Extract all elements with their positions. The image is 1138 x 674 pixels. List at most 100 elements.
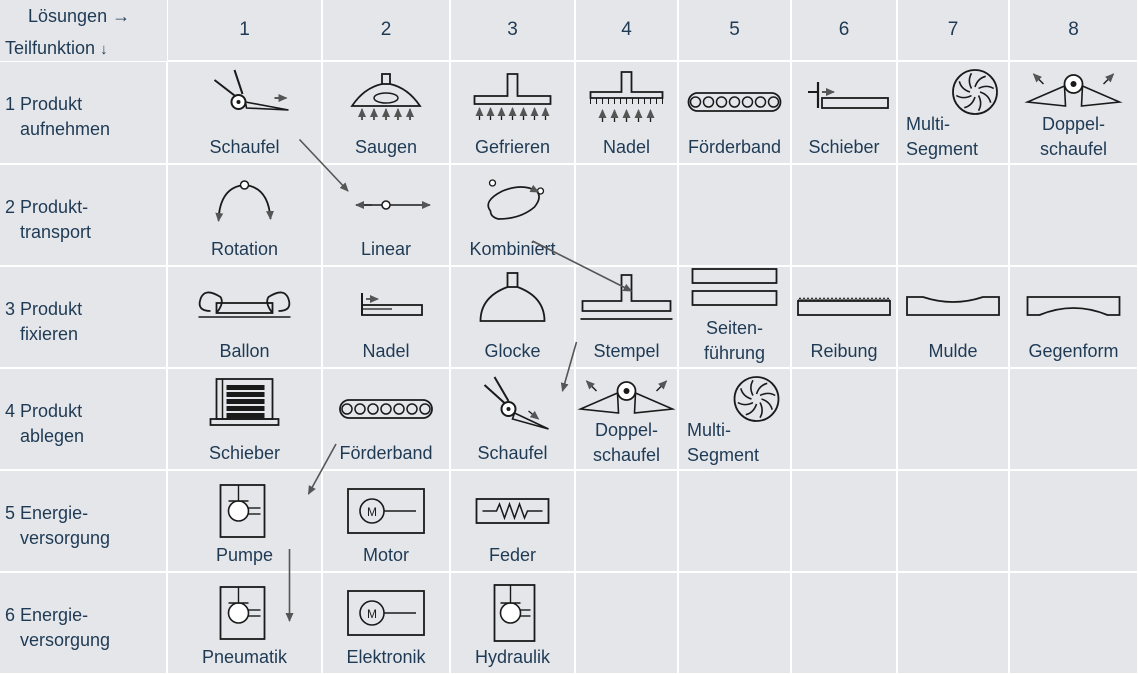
row-number: 4: [5, 401, 16, 421]
row-label-line1: Energie-: [20, 605, 89, 625]
empty-cell: [792, 165, 896, 265]
solution-cell[interactable]: Schieber: [168, 369, 321, 469]
needle-plate-icon: [589, 71, 664, 122]
corner-header: Lösungen → Teilfunktion ↓: [0, 0, 167, 61]
multi-segment-icon: [952, 69, 998, 115]
solution-label: Reibung: [810, 341, 878, 361]
solution-cell[interactable]: Seiten-führung: [679, 267, 790, 367]
solution-cell[interactable]: Feder: [451, 471, 574, 571]
pump-icon: [219, 586, 266, 640]
solution-cell[interactable]: Förderband: [679, 62, 790, 163]
row-number: 2: [5, 197, 16, 217]
empty-cell: [679, 165, 790, 265]
solution-cell[interactable]: Multi- Segment: [898, 62, 1008, 163]
solution-cell[interactable]: Pumpe: [168, 471, 321, 571]
solution-label: Nadel: [362, 341, 410, 361]
solution-label: Rotation: [210, 239, 279, 259]
solution-cell[interactable]: Linear: [323, 165, 449, 265]
rotation-icon: [215, 180, 274, 222]
solution-label: Doppel-: [1041, 114, 1106, 134]
solution-cell[interactable]: Doppel-schaufel: [576, 369, 677, 469]
motor-icon: M: [347, 590, 425, 636]
row-label-line2: fixieren: [20, 324, 79, 344]
friction-icon: [797, 297, 891, 316]
empty-cell: [576, 471, 677, 571]
hydraulic-icon: [493, 584, 536, 642]
solution-cell[interactable]: Kombiniert: [451, 165, 574, 265]
empty-cell: [679, 471, 790, 571]
row-label-line1: Produkt: [20, 401, 83, 421]
svg-text:M: M: [367, 505, 377, 519]
freezing-plate-icon: [473, 73, 552, 120]
solution-label: Saugen: [354, 137, 418, 157]
solution-cell[interactable]: Pneumatik: [168, 573, 321, 673]
solution-label: Mulde: [928, 341, 978, 361]
solution-cell[interactable]: Hydraulik: [451, 573, 574, 673]
column-header-6: 6: [792, 0, 896, 60]
solution-label: Gefrieren: [474, 137, 551, 157]
solution-label: Feder: [488, 545, 537, 565]
scoop-icon: [213, 69, 289, 111]
solution-label: Segment: [687, 445, 760, 465]
column-header-7: 7: [898, 0, 1008, 60]
solution-label: Schieber: [808, 137, 880, 157]
solution-cell[interactable]: Multi- Segment: [679, 369, 790, 469]
row-label-line1: Energie-: [20, 503, 89, 523]
solution-label: Nadel: [602, 137, 651, 157]
solution-label: Ballon: [219, 341, 270, 361]
multi-segment-icon: [733, 376, 780, 422]
solution-label: schaufel: [592, 445, 661, 465]
solution-label: Kombiniert: [469, 239, 556, 259]
solution-cell[interactable]: Schieber: [792, 62, 896, 163]
double-scoop-icon: [577, 380, 676, 414]
solution-label: Förderband: [339, 443, 433, 463]
solution-cell[interactable]: Nadel: [323, 267, 449, 367]
solution-cell[interactable]: Glocke: [451, 267, 574, 367]
empty-cell: [1010, 369, 1137, 469]
solution-cell[interactable]: Stempel: [576, 267, 677, 367]
column-header-1: 1: [168, 0, 321, 60]
empty-cell: [792, 369, 896, 469]
solution-cell[interactable]: Schaufel: [168, 62, 321, 163]
row-header-2: 2 Produkt-transport: [0, 165, 166, 265]
solution-label: Multi-: [687, 420, 731, 440]
solution-label: Segment: [906, 139, 979, 159]
empty-cell: [1010, 471, 1137, 571]
solution-cell[interactable]: Schaufel: [451, 369, 574, 469]
empty-cell: [576, 573, 677, 673]
row-label-line1: Produkt: [20, 94, 83, 114]
solution-cell[interactable]: Gegenform: [1010, 267, 1137, 367]
bell-icon: [479, 272, 546, 322]
linear-icon: [355, 200, 431, 210]
solution-label: Doppel-: [594, 420, 659, 440]
column-header-8: 8: [1010, 0, 1137, 60]
empty-cell: [576, 165, 677, 265]
row-number: 5: [5, 503, 16, 523]
solution-cell[interactable]: Doppel-schaufel: [1010, 62, 1137, 163]
solution-cell[interactable]: Mulde: [898, 267, 1008, 367]
solution-label: schaufel: [1039, 139, 1108, 159]
row-label-line1: Produkt-: [20, 197, 89, 217]
solution-cell[interactable]: Saugen: [323, 62, 449, 163]
solution-cell[interactable]: Ballon: [168, 267, 321, 367]
solution-label: Pumpe: [215, 545, 274, 565]
row-header-4: 4 Produkt ablegen: [0, 369, 166, 469]
empty-cell: [792, 573, 896, 673]
row-label-line2: ablegen: [20, 426, 85, 446]
row-header-5: 5 Energie-versorgung: [0, 471, 166, 571]
solution-cell[interactable]: Nadel: [576, 62, 677, 163]
solution-cell[interactable]: Gefrieren: [451, 62, 574, 163]
solution-cell[interactable]: Förderband: [323, 369, 449, 469]
stack-pusher-icon: [209, 378, 280, 426]
row-header-6: 6 Energie-versorgung: [0, 573, 166, 673]
solution-cell[interactable]: Rotation: [168, 165, 321, 265]
double-scoop-icon: [1024, 73, 1123, 107]
row-number: 3: [5, 299, 16, 319]
solution-cell[interactable]: Reibung: [792, 267, 896, 367]
solution-label: Multi-: [906, 114, 950, 134]
motor-icon: M: [347, 488, 425, 534]
